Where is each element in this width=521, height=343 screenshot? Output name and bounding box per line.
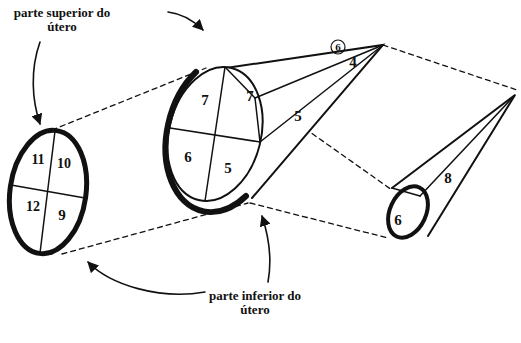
part-label: parte inferior do útero [205,289,305,318]
section-number: 11 [31,152,44,167]
pointer-arrow [33,12,270,294]
section-number: 8 [444,170,452,187]
section-number: 6 [394,212,402,229]
lower-section [380,95,515,244]
section-number: 5 [224,160,232,177]
section-number: 6 [184,149,192,166]
section-number: 9 [58,207,66,224]
section-number: 7 [246,88,254,105]
section-number: 6 [335,41,341,53]
projection-line [52,45,517,254]
section-number: 7 [201,92,209,109]
part-label: parte superior do útero [3,6,121,35]
section-number: 5 [294,108,302,125]
upper-section [2,125,95,258]
middle-section [154,40,383,212]
section-number: 4 [349,54,357,71]
section-number: 12 [26,199,40,214]
section-number: 10 [57,156,71,171]
